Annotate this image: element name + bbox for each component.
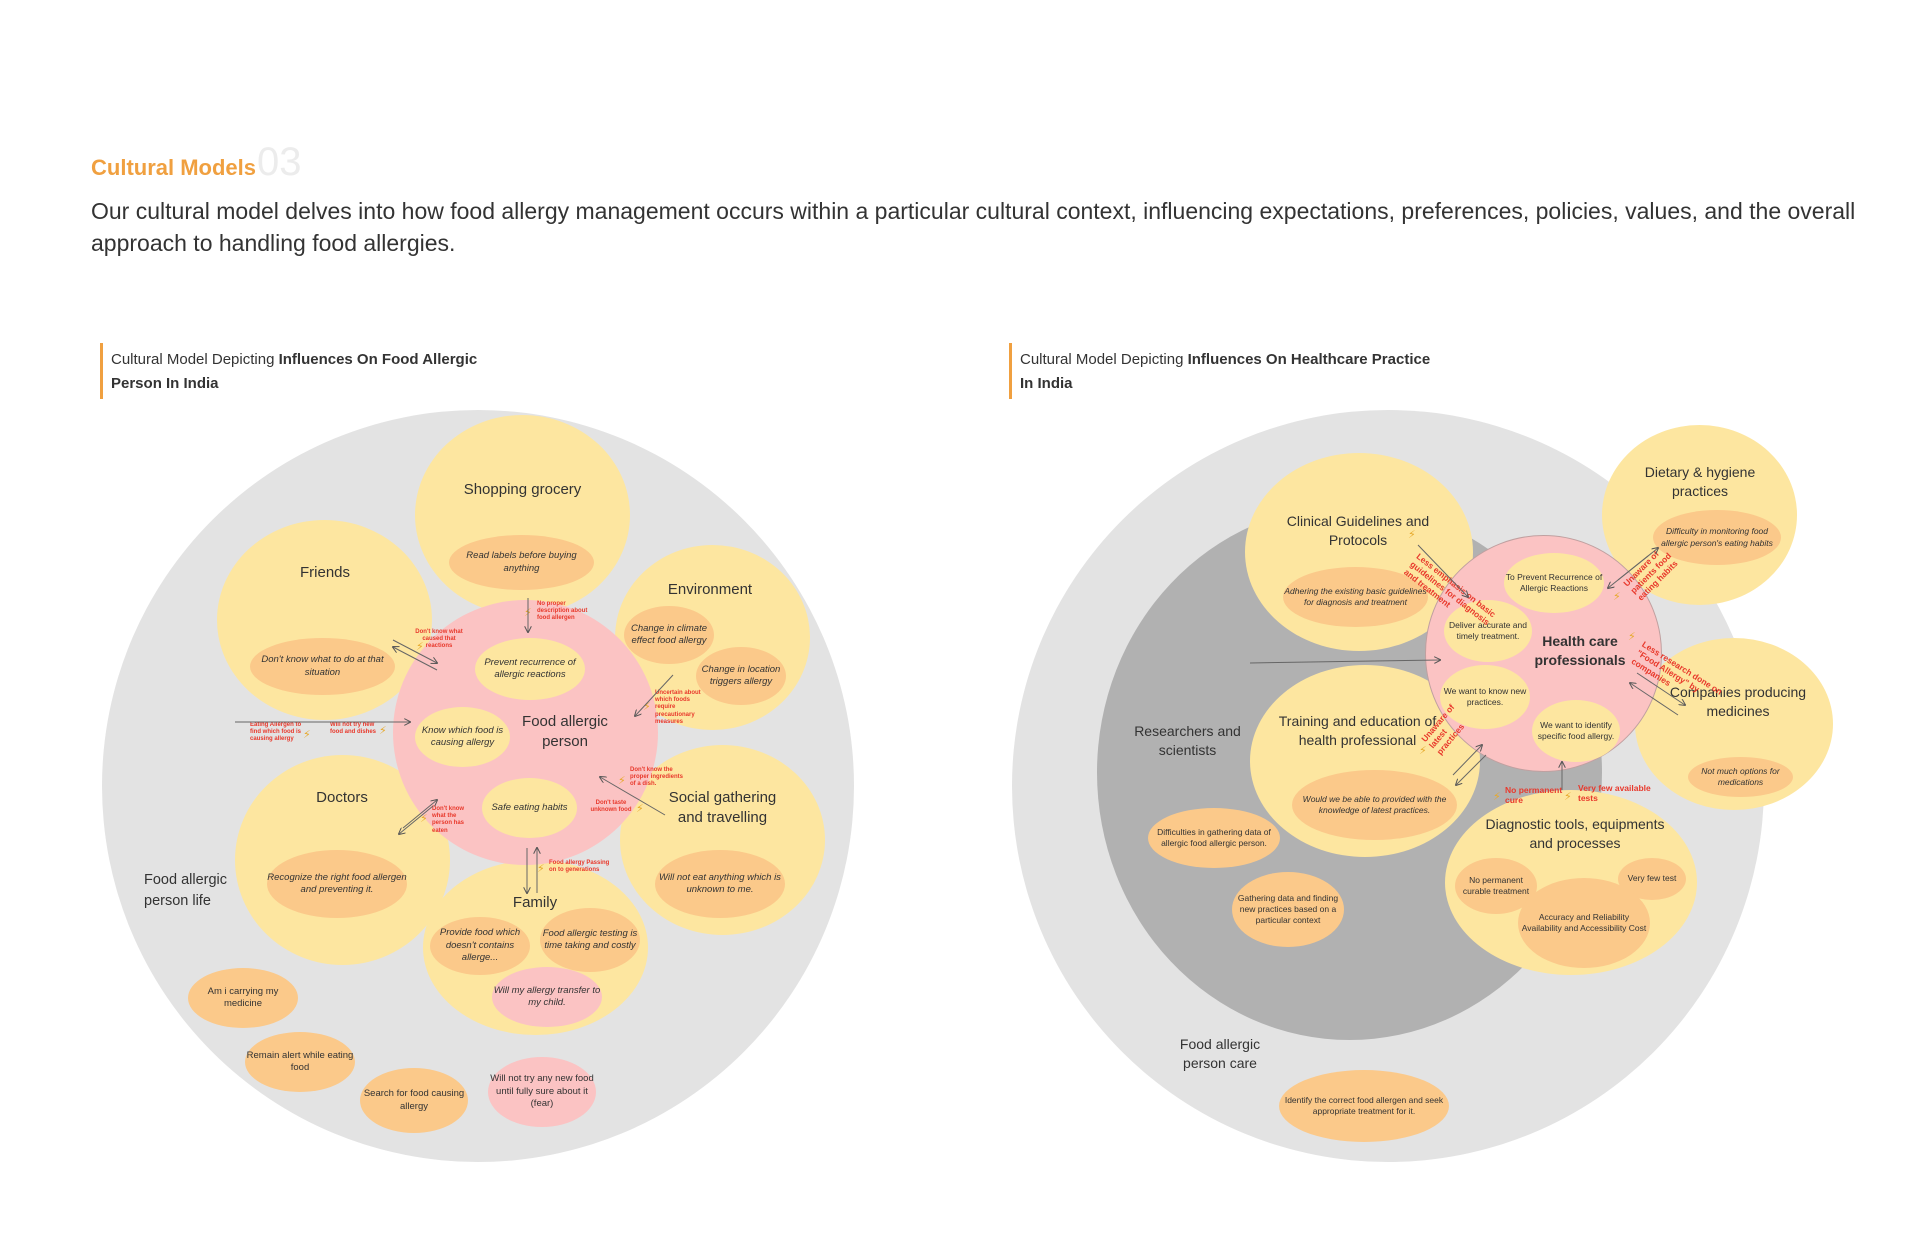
arrow xyxy=(1417,544,1468,597)
red-note-person-eaten: Don't know what the person has eaten xyxy=(432,806,465,834)
clinical-label: Clinical Guidelines and Protocols xyxy=(1286,513,1430,548)
page-description: Our cultural model delves into how food … xyxy=(91,198,1856,256)
training-note: Would we be able to provided with the kn… xyxy=(1292,770,1457,840)
red-note-uncertain: Uncertain about which foods require prec… xyxy=(655,690,701,725)
doctors-note: Recognize the right food allergen and pr… xyxy=(267,850,407,918)
friends-label: Friends xyxy=(299,564,351,581)
researchers-note-1: Difficulties in gathering data of allerg… xyxy=(1148,808,1280,868)
hc-item-prevent: To Prevent Recurrence of Allergic Reacti… xyxy=(1504,553,1604,613)
bolt-icon: ⚡ xyxy=(1564,791,1572,803)
right-title-bold: Influences On Healthcare Practice In Ind… xyxy=(1020,351,1431,392)
red-note-eating-allergen: Eating Allergen to find which food is ca… xyxy=(250,722,302,743)
left-title-normal: Cultural Model Depicting xyxy=(111,351,279,368)
bolt-icon: ⚡ xyxy=(643,701,651,713)
outer-note-alert: Remain alert while eating food xyxy=(245,1032,355,1092)
red-note-new-food: Will not try new food and dishes xyxy=(330,722,377,736)
family-note-2: Food allergic testing is time taking and… xyxy=(540,908,640,972)
bolt-icon: ⚡ xyxy=(1419,745,1427,757)
bolt-icon: ⚡ xyxy=(1493,791,1501,803)
center-item-prevent: Prevent recurrence of allergic reactions xyxy=(475,638,585,700)
bolt-icon: ⚡ xyxy=(416,641,424,653)
red-note-no-cure: No permanent cure xyxy=(1505,785,1563,805)
center-item-know: Know which food is causing allergy xyxy=(415,707,510,767)
family-note-1: Provide food which doesn't contains alle… xyxy=(430,917,530,975)
bolt-icon: ⚡ xyxy=(1613,591,1621,603)
red-note-generations: Food allergy Passing on to generations xyxy=(549,860,610,874)
arrow xyxy=(1249,660,1440,663)
red-note-ingredients: Don't know the proper ingredients of a d… xyxy=(630,767,684,788)
arrow xyxy=(402,800,437,829)
shopping-note: Read labels before buying anything xyxy=(449,535,594,590)
red-note-dont-taste: Don't taste unknown food xyxy=(590,800,632,814)
doctors-label: Doctors xyxy=(316,789,368,806)
dietary-label: Dietary & hygiene practices xyxy=(1644,464,1756,499)
bolt-icon: ⚡ xyxy=(303,729,311,741)
arrow xyxy=(399,805,434,834)
left-title-bold: Influences On Food Allergic Person In In… xyxy=(111,351,478,392)
shopping-label: Shopping grocery xyxy=(463,481,582,498)
hc-item-know: We want to know new practices. xyxy=(1440,665,1530,729)
outer-note-search: Search for food causing allergy xyxy=(360,1068,468,1133)
companies-note: Not much options for medications xyxy=(1688,757,1793,797)
training-label: Training and education of health profess… xyxy=(1278,713,1437,748)
friends-note: Don't know what to do at that situation xyxy=(250,638,395,695)
arrow xyxy=(1636,672,1685,705)
right-outer-label: Food allergic person care xyxy=(1179,1036,1261,1071)
researchers-note-2: Gathering data and finding new practices… xyxy=(1232,872,1344,947)
arrow xyxy=(1608,555,1649,588)
bolt-icon: ⚡ xyxy=(636,803,644,815)
left-title-bar xyxy=(100,343,103,399)
arrow xyxy=(1630,683,1679,716)
environment-note-1: Change in climate effect food allergy xyxy=(624,606,714,664)
red-note-description: No proper description about food allerge… xyxy=(537,601,588,622)
social-label: Social gathering and travelling xyxy=(668,789,777,827)
right-model-title: Cultural Model Depicting Influences On H… xyxy=(1020,348,1440,396)
arrow xyxy=(392,639,437,663)
section-number: 03 xyxy=(257,140,302,184)
companies-label: Companies producing medicines xyxy=(1669,684,1807,719)
health-care-label: Health care professionals xyxy=(1534,633,1626,668)
center-item-safe: Safe eating habits xyxy=(482,778,577,838)
environment-note-2: Change in location triggers allergy xyxy=(696,647,786,705)
page-title: Cultural Models xyxy=(91,155,257,180)
diagnostic-note-3: Accuracy and Reliability Availability an… xyxy=(1518,878,1650,968)
bolt-icon: ⚡ xyxy=(379,725,387,737)
diagnostic-label: Diagnostic tools, equipments and process… xyxy=(1485,816,1665,851)
arrow xyxy=(1452,745,1482,776)
arrow xyxy=(1456,754,1487,785)
center-label: Food allergic person xyxy=(522,713,608,751)
outer-note-fear: Will not try any new food until fully su… xyxy=(488,1057,596,1127)
right-title-normal: Cultural Model Depicting xyxy=(1020,351,1188,368)
left-outer-label: Food allergic person life xyxy=(144,872,228,910)
outer-note-medicine: Am i carrying my medicine xyxy=(188,968,298,1028)
hc-item-identify: We want to identify specific food allerg… xyxy=(1532,700,1620,762)
dietary-note: Difficulty in monitoring food allergic p… xyxy=(1653,510,1781,565)
bolt-icon: ⚡ xyxy=(420,813,428,825)
bolt-icon: ⚡ xyxy=(1628,631,1636,643)
bolt-icon: ⚡ xyxy=(618,775,626,787)
right-title-bar xyxy=(1009,343,1012,399)
researchers-label: Researchers and scientists xyxy=(1134,723,1241,758)
arrow xyxy=(635,674,674,716)
arrow xyxy=(600,777,666,816)
right-outer-note: Identify the correct food allergen and s… xyxy=(1279,1070,1449,1142)
social-note: Will not eat anything which is unknown t… xyxy=(655,850,785,918)
environment-label: Environment xyxy=(667,581,753,598)
arrow xyxy=(393,647,438,671)
family-label: Family xyxy=(512,894,558,911)
hc-item-deliver: Deliver accurate and timely treatment. xyxy=(1444,600,1532,662)
bolt-icon: ⚡ xyxy=(1408,529,1416,541)
red-note-reactions: Don't know what caused that reactions xyxy=(415,629,463,650)
left-model-title: Cultural Model Depicting Influences On F… xyxy=(111,348,531,396)
red-note-few-tests: Very few available tests xyxy=(1578,783,1651,803)
clinical-note: Adhering the existing basic guidelines f… xyxy=(1283,567,1428,627)
family-note-3: Will my allergy transfer to my child. xyxy=(492,967,602,1027)
bolt-icon: ⚡ xyxy=(537,863,545,875)
